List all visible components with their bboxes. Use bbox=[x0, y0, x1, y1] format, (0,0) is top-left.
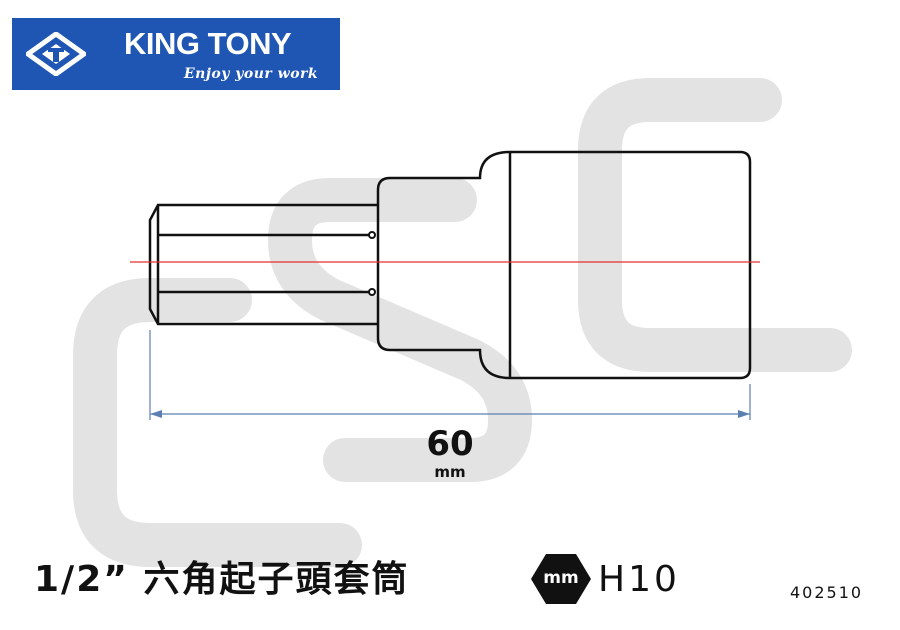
product-name: 1/2” 六角起子頭套筒 bbox=[34, 559, 410, 600]
brand-tagline: Enjoy your work bbox=[184, 66, 319, 82]
retention-ball-top bbox=[368, 231, 376, 239]
socket-body-outline bbox=[510, 150, 752, 380]
unit-badge-label: mm bbox=[543, 568, 579, 588]
king-tony-emblem-icon bbox=[26, 32, 86, 76]
watermark-letter-c-right bbox=[578, 78, 852, 372]
retention-ball-bottom bbox=[368, 288, 376, 296]
socket-neck-outline bbox=[376, 150, 511, 380]
dimension-arrow-left bbox=[150, 410, 162, 418]
hex-bit-outline bbox=[148, 203, 378, 326]
dimension-value: 60 bbox=[426, 424, 474, 464]
brand-name: KING TONY bbox=[124, 26, 292, 61]
dimension-arrow-right bbox=[738, 410, 750, 418]
watermark-letter-s bbox=[268, 178, 532, 482]
watermark-letter-c-left bbox=[73, 278, 362, 567]
dimension-unit: mm bbox=[434, 463, 466, 481]
part-number: 402510 bbox=[790, 583, 864, 602]
hexagon-icon bbox=[531, 554, 591, 604]
brand-logo: KING TONY Enjoy your work bbox=[12, 18, 340, 90]
size-label: H10 bbox=[598, 559, 680, 600]
